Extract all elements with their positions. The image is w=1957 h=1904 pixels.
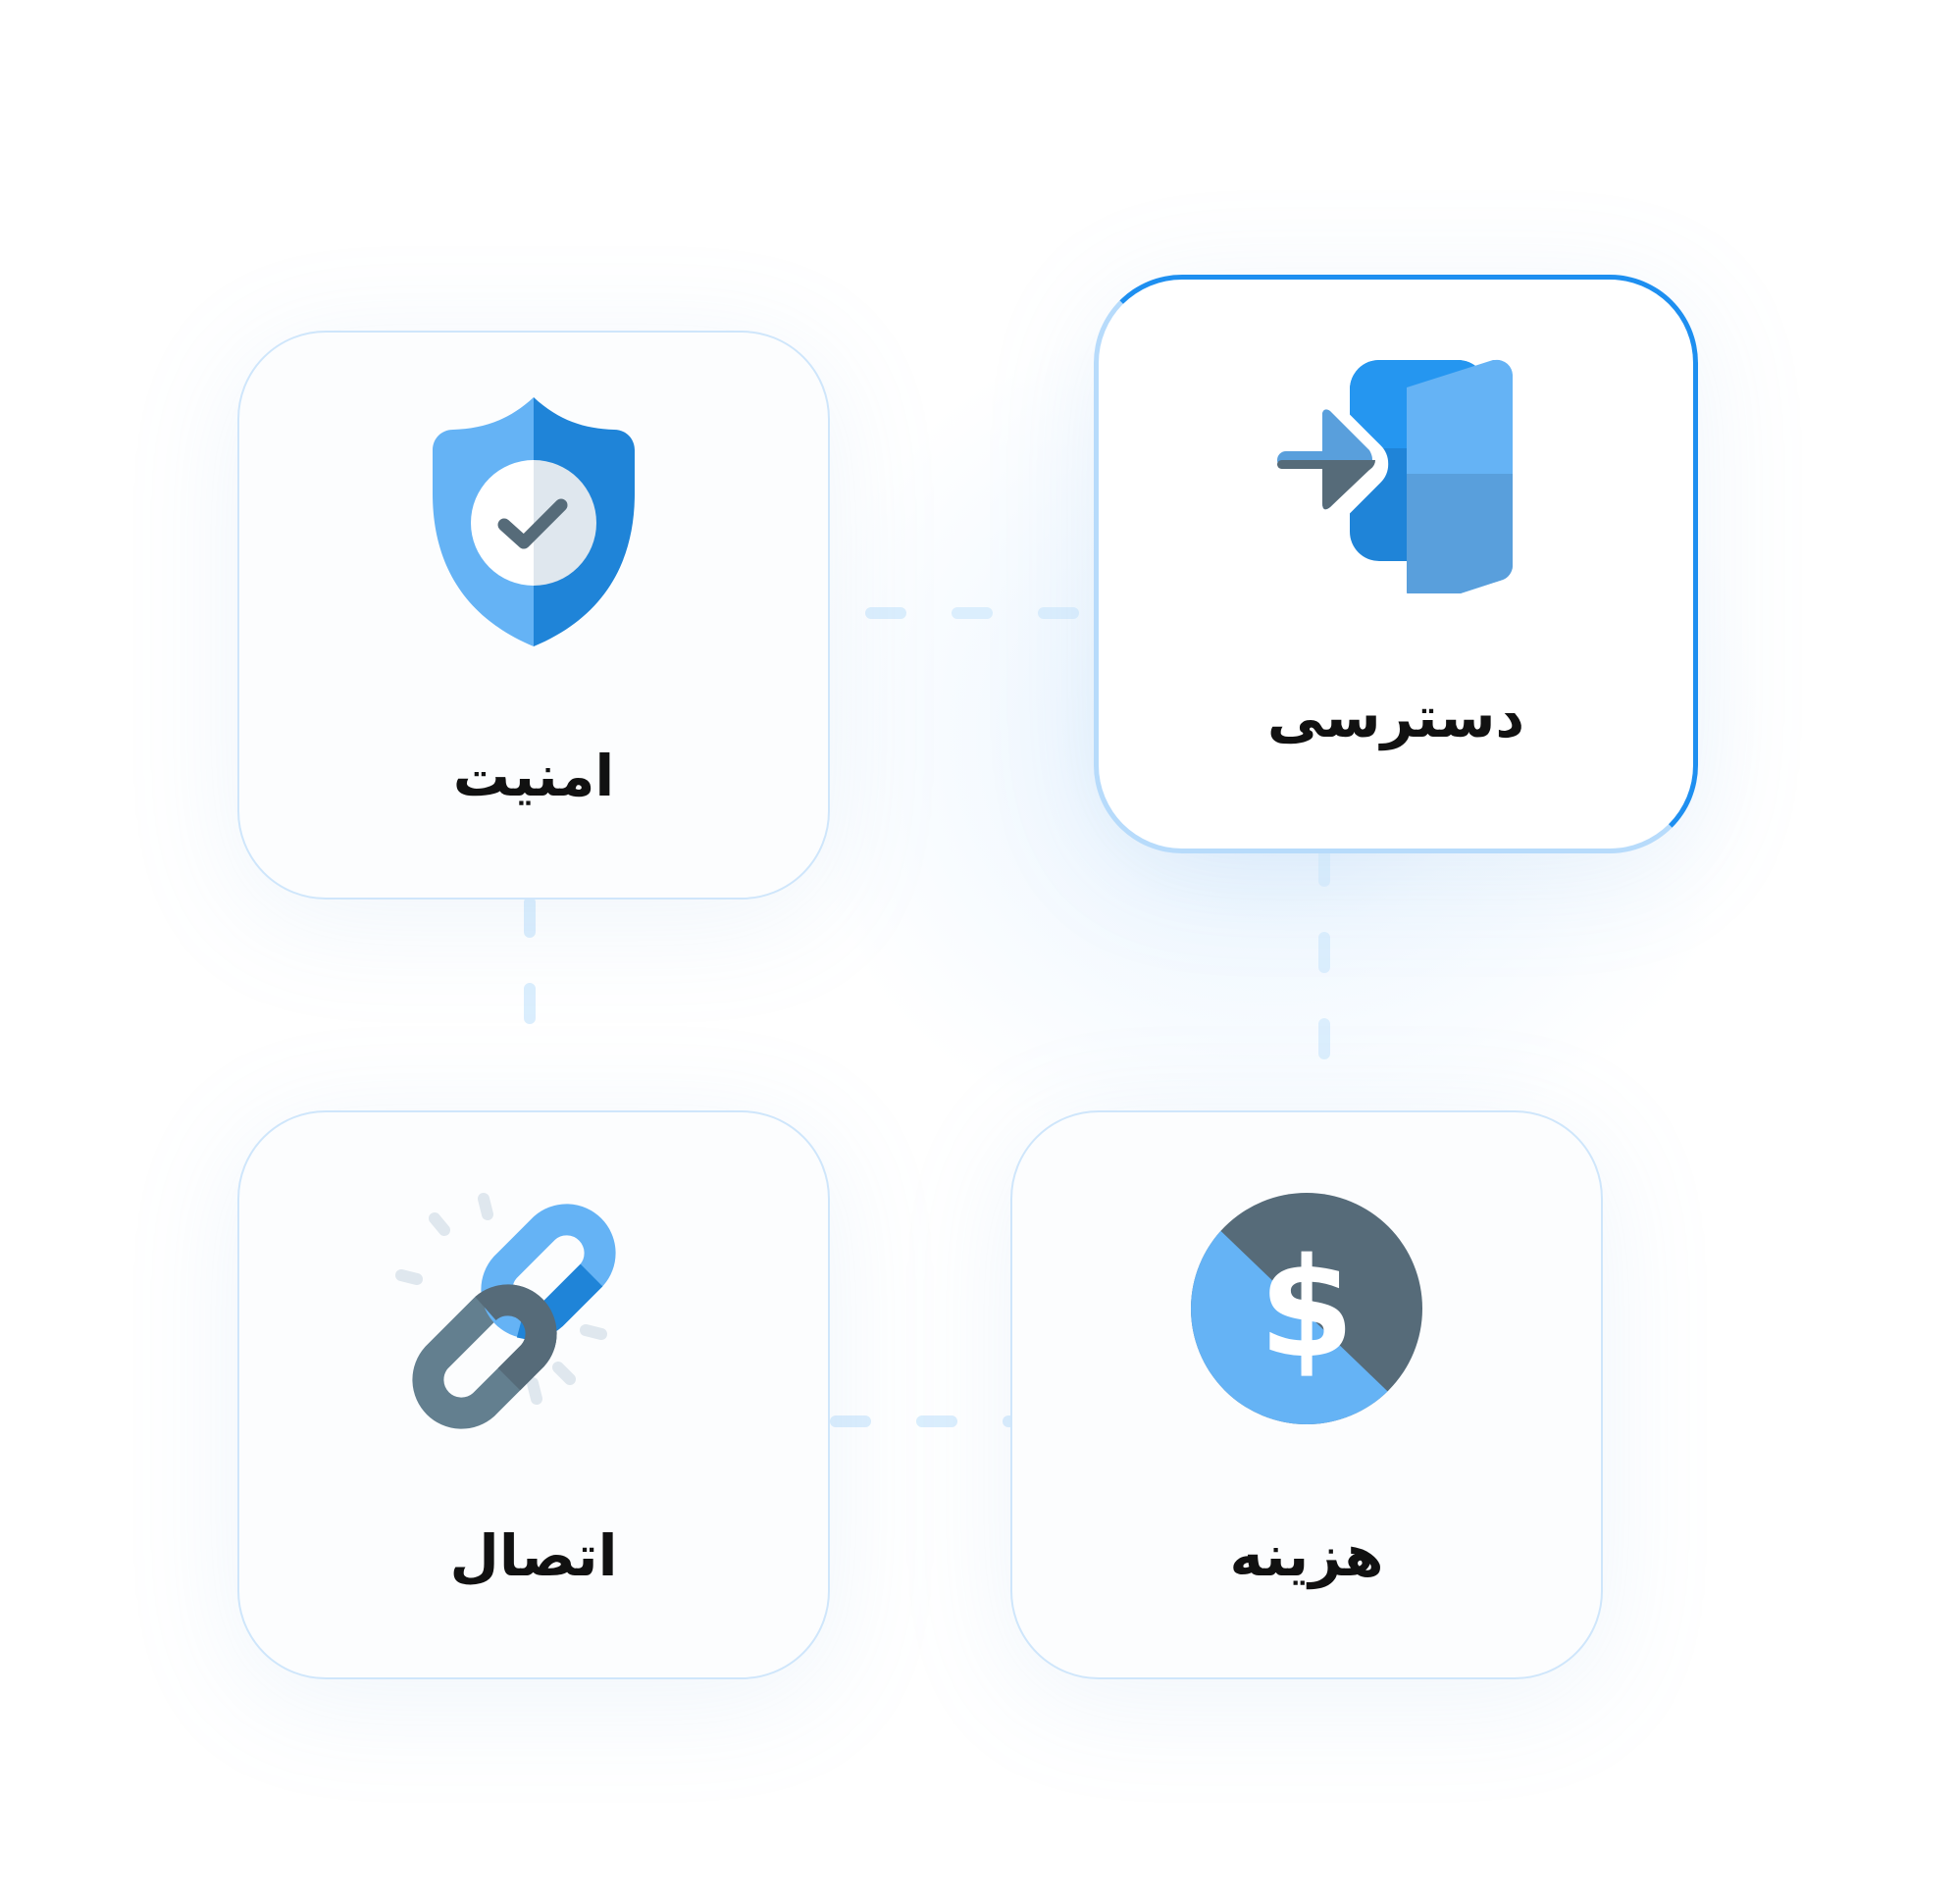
dollar-coin-icon: $ — [1191, 1193, 1422, 1424]
connection-label: اتصال — [449, 1522, 618, 1589]
link-chain-icon — [395, 1193, 616, 1429]
shield-check-icon — [433, 397, 635, 646]
cost-label: هزینه — [1229, 1522, 1384, 1589]
security-card[interactable]: امنیت — [237, 331, 830, 900]
svg-text:$: $ — [1259, 1229, 1354, 1389]
door-enter-icon — [1277, 359, 1514, 593]
connection-card[interactable]: اتصال — [237, 1110, 830, 1679]
security-label: امنیت — [452, 743, 615, 809]
cost-card[interactable]: $ هزینه — [1010, 1110, 1603, 1679]
access-card[interactable]: دسترسی — [1094, 275, 1698, 853]
access-label: دسترسی — [1266, 684, 1525, 750]
